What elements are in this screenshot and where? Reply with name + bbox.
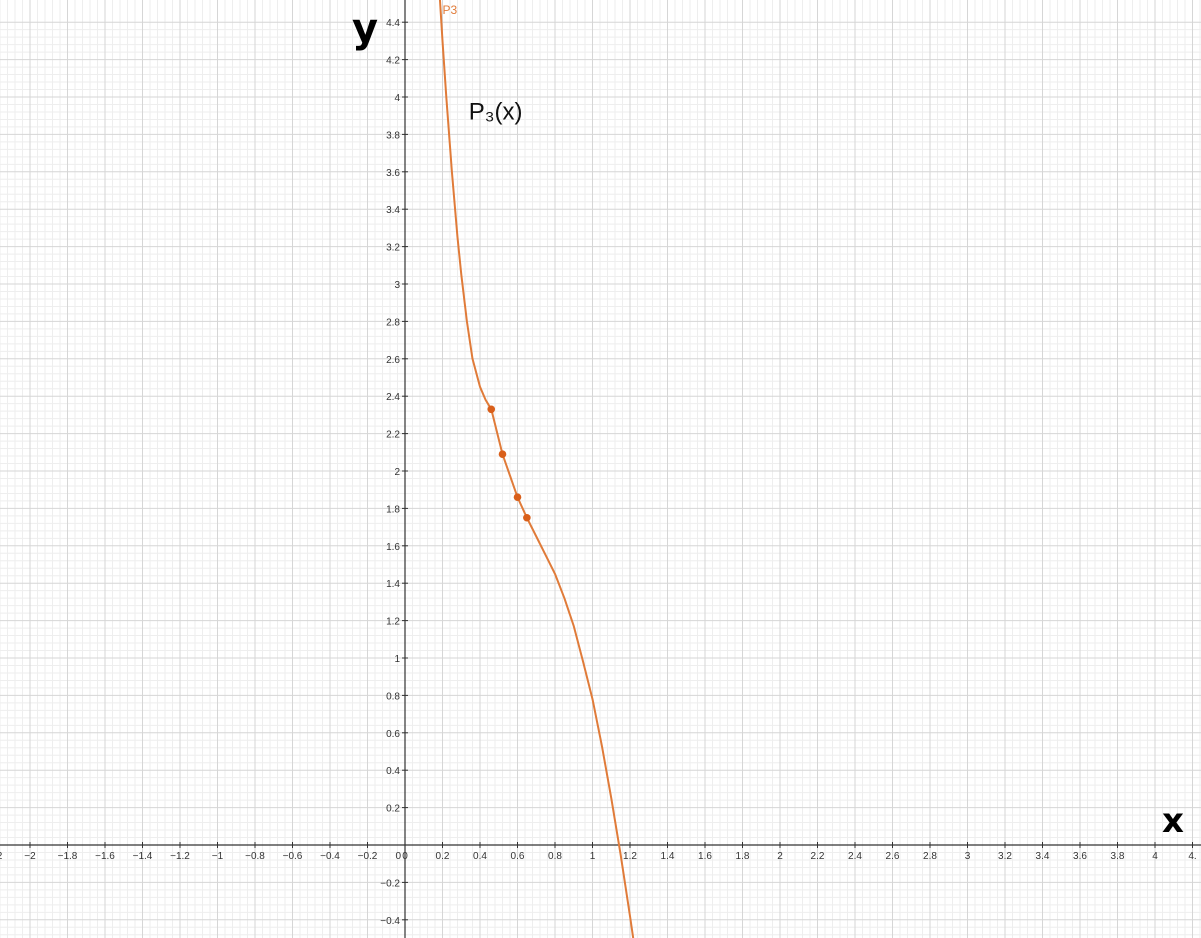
y-tick-label: 4 [394, 93, 400, 104]
x-tick-labels: −2.2 −2 −1.8 −1.6 −1.4 −1.2 −1 −0.8 −0.6 −0.4 −0.2… [0, 842, 1197, 862]
x-tick-label: −2.2 [0, 851, 3, 862]
x-tick-label: −1 [212, 851, 224, 862]
x-tick-label: 2.8 [923, 851, 937, 862]
x-tick-label: 3 [965, 851, 971, 862]
x-tick-label: −0.2 [358, 851, 378, 862]
series-layer [438, 0, 635, 938]
y-tick-label: 3.4 [386, 205, 400, 216]
x-tick-label: 2.6 [886, 851, 900, 862]
x-tick-label: −1.6 [95, 851, 115, 862]
series-label-p3: P3 [443, 3, 458, 17]
x-tick-label: −1.4 [133, 851, 153, 862]
y-tick-label: −0.2 [380, 878, 400, 889]
origin-label: 0 [395, 851, 401, 862]
y-tick-label: 2.6 [386, 355, 400, 366]
y-tick-label: 0.2 [386, 804, 400, 815]
curve-annotation: P₃(x) [469, 98, 523, 125]
data-point [487, 405, 496, 414]
y-tick-label: 2.2 [386, 430, 400, 441]
y-tick-label: 2.8 [386, 317, 400, 328]
x-tick-label: −0.6 [283, 851, 303, 862]
y-tick-label: 1 [394, 654, 400, 665]
y-axis-label: y [352, 6, 378, 52]
x-tick-label: −0.8 [245, 851, 265, 862]
x-tick-label: 0 [402, 851, 408, 862]
points-layer [487, 405, 531, 522]
x-tick-label: 4. [1188, 851, 1196, 862]
x-tick-label: 1.6 [698, 851, 712, 862]
x-tick-label: 2.4 [848, 851, 862, 862]
series-line-p3 [438, 0, 635, 938]
y-tick-label: 1.6 [386, 542, 400, 553]
y-tick-label: 0.4 [386, 766, 400, 777]
y-tick-labels: −0.4 −0.2 0.2 0.4 0.6 0.8 1 1.2 1.4 1.6 1.8 2 2.2 2.4… [380, 18, 408, 927]
x-tick-label: 3.8 [1111, 851, 1125, 862]
y-tick-label: 0.6 [386, 729, 400, 740]
y-tick-label: 4.4 [386, 18, 400, 29]
x-tick-label: 0.2 [436, 851, 450, 862]
y-tick-label: 1.2 [386, 617, 400, 628]
y-tick-label: −0.4 [380, 916, 400, 927]
x-tick-label: 0.6 [511, 851, 525, 862]
x-tick-label: 3.2 [998, 851, 1012, 862]
y-tick-label: 4.2 [386, 56, 400, 67]
x-tick-label: 3.4 [1036, 851, 1050, 862]
x-tick-label: 1 [590, 851, 596, 862]
y-tick-label: 0.8 [386, 691, 400, 702]
y-tick-label: 1.4 [386, 579, 400, 590]
data-point [513, 493, 522, 501]
x-tick-label: −1.2 [170, 851, 190, 862]
data-point [498, 450, 507, 458]
x-tick-label: 4 [1152, 851, 1158, 862]
x-tick-label: −0.4 [320, 851, 340, 862]
data-point [523, 513, 531, 522]
x-axis-label: x [1162, 801, 1184, 841]
y-tick-label: 3.8 [386, 130, 400, 141]
x-tick-label: −2 [24, 851, 36, 862]
x-tick-label: 1.8 [736, 851, 750, 862]
x-tick-label: 2.2 [811, 851, 825, 862]
y-tick-label: 3 [394, 280, 400, 291]
y-tick-label: 1.8 [386, 504, 400, 515]
x-tick-label: 1.2 [623, 851, 637, 862]
x-tick-label: 0.8 [548, 851, 562, 862]
x-tick-label: 0.4 [473, 851, 487, 862]
x-tick-label: 1.4 [661, 851, 675, 862]
x-tick-label: 3.6 [1073, 851, 1087, 862]
y-tick-label: 2 [394, 467, 400, 478]
x-tick-label: 2 [777, 851, 783, 862]
y-tick-label: 3.6 [386, 168, 400, 179]
y-tick-label: 2.4 [386, 392, 400, 403]
x-tick-label: −1.8 [58, 851, 78, 862]
y-tick-label: 3.2 [386, 243, 400, 254]
